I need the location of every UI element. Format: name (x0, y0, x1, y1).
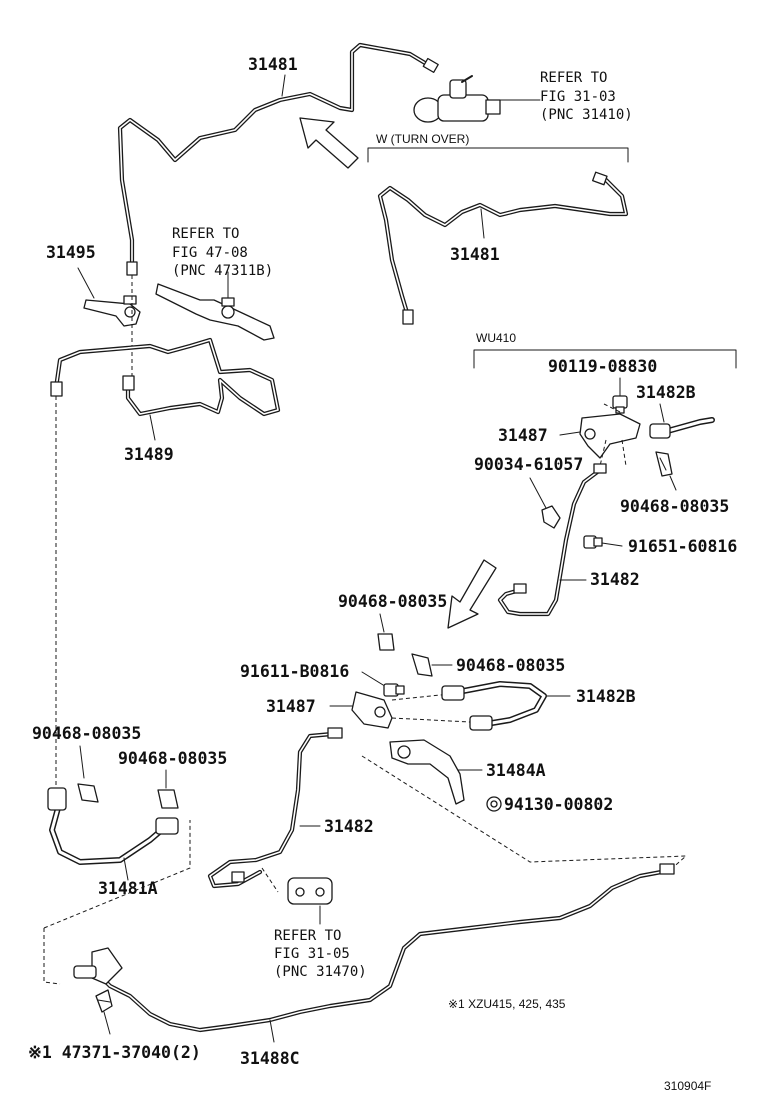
nut-94130 (486, 796, 502, 812)
hose-31481a (47, 787, 179, 865)
ref3-line1: REFER TO (274, 928, 341, 944)
master-cylinder-icon (413, 75, 541, 123)
label-91651: 91651-60816 (628, 537, 737, 556)
diagram-id: 310904F (664, 1079, 711, 1093)
bracket-31487-mid (351, 691, 393, 729)
label-31482-mid: 31482 (590, 570, 640, 589)
proportioning-valve-icon (287, 877, 333, 925)
clip-90468-left2 (157, 789, 179, 809)
label-31482-low: 31482 (324, 817, 374, 836)
direction-arrow-top (299, 117, 359, 169)
label-47371: ※1 47371-37040(2) (28, 1043, 201, 1062)
clip-47371 (95, 989, 113, 1013)
bracket-left-end (73, 947, 123, 985)
label-90468-left1: 90468-08035 (32, 724, 141, 743)
clip-90468-mid1 (377, 633, 395, 651)
label-31487-mid: 31487 (266, 697, 316, 716)
ref1-line1: REFER TO (540, 70, 607, 86)
label-90034: 90034-61057 (474, 455, 583, 474)
label-90119: 90119-08830 (548, 357, 657, 376)
label-31481-top: 31481 (248, 55, 298, 74)
ref3-line3: (PNC 31470) (274, 964, 367, 980)
wu410-label: WU410 (476, 331, 516, 345)
label-31487-top: 31487 (498, 426, 548, 445)
ref1-line2: FIG 31-03 (540, 89, 616, 105)
label-31482b-top: 31482B (636, 383, 696, 402)
ref1-line3: (PNC 31410) (540, 107, 633, 123)
clip-90468-left1 (77, 783, 99, 803)
hose-31482b-mid (441, 681, 547, 731)
label-31484a: 31484A (486, 761, 546, 780)
label-31482b-mid: 31482B (576, 687, 636, 706)
label-90468-mid1: 90468-08035 (338, 592, 447, 611)
label-94130: 94130-00802 (504, 795, 613, 814)
pipe-31481-top (117, 42, 439, 276)
ref2-line2: FIG 47-08 (172, 245, 248, 261)
w-turn-over-label: W (TURN OVER) (376, 132, 469, 146)
clip-90034 (541, 505, 561, 529)
label-31489: 31489 (124, 445, 174, 464)
label-91611: 91611-B0816 (240, 662, 349, 681)
note-xzu-models: ※1 XZU415, 425, 435 (448, 997, 566, 1011)
label-31481a: 31481A (98, 879, 158, 898)
label-31495: 31495 (46, 243, 96, 262)
bracket-31495 (83, 295, 141, 327)
clip-90468-mid2 (411, 653, 433, 677)
w-turn-over-bracket (367, 147, 629, 163)
pipe-31482-low (207, 727, 343, 889)
hose-31482b-top (649, 417, 715, 439)
label-90468-mid2: 90468-08035 (456, 656, 565, 675)
pipe-31482-top (497, 463, 607, 617)
pipe-31489 (50, 337, 281, 417)
bracket-31484a (389, 739, 465, 805)
pipe-31488c (93, 863, 675, 1033)
bracket-31487-top (579, 413, 641, 459)
pipe-31481-w-variant (377, 171, 629, 325)
label-90468-right: 90468-08035 (620, 497, 729, 516)
bolt-91651 (583, 535, 603, 549)
clip-90468-right (655, 451, 673, 477)
label-31481-w: 31481 (450, 245, 500, 264)
label-31488c: 31488C (240, 1049, 300, 1068)
bracket-47311b (155, 271, 275, 341)
bolt-91611 (383, 683, 405, 697)
bolt-90119 (612, 395, 628, 414)
ref3-line2: FIG 31-05 (274, 946, 350, 962)
label-90468-left2: 90468-08035 (118, 749, 227, 768)
direction-arrow-mid (447, 559, 497, 629)
ref2-line3: (PNC 47311B) (172, 263, 273, 279)
ref2-line1: REFER TO (172, 226, 239, 242)
